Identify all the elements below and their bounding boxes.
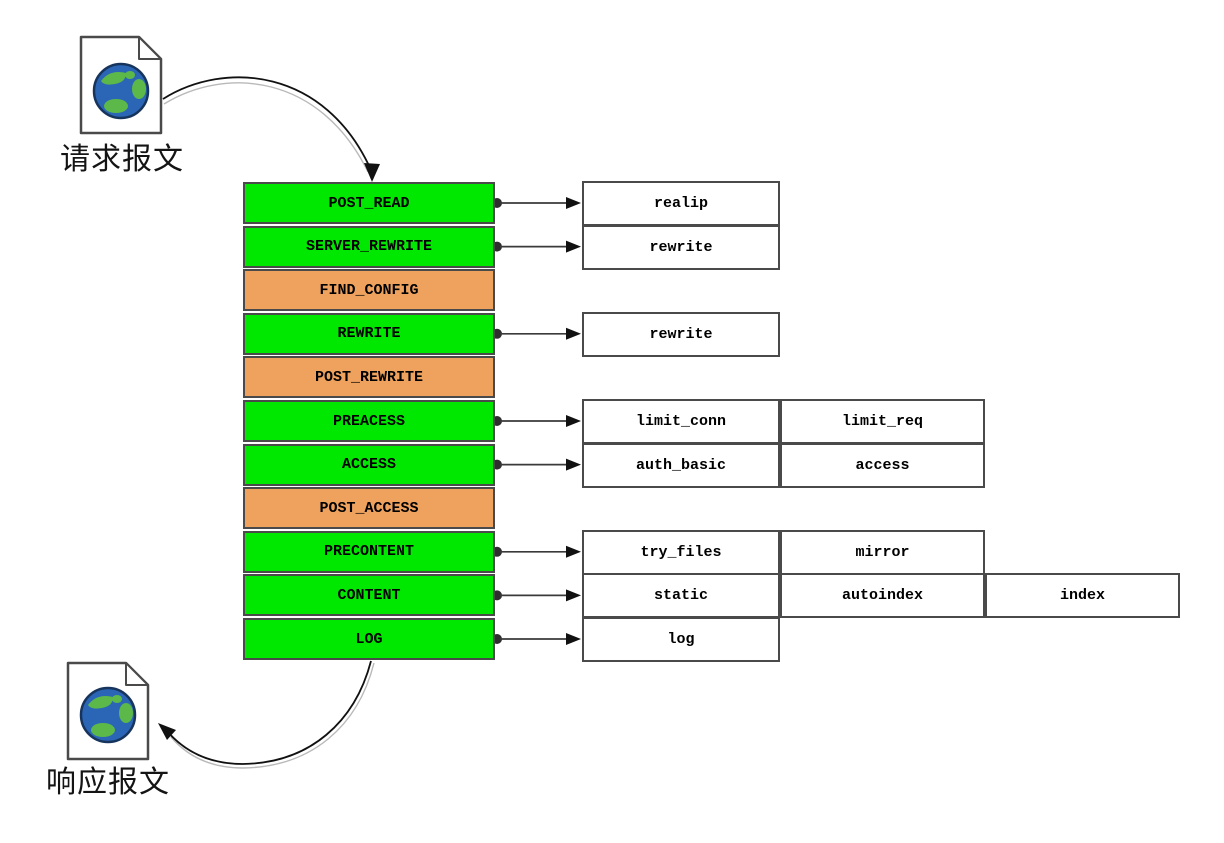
arrowhead-icon: [566, 458, 581, 471]
module-box-realip: realip: [582, 181, 780, 226]
phase-box-post_access: POST_ACCESS: [243, 487, 495, 530]
phase-box-access: ACCESS: [243, 443, 495, 486]
phase-label: FIND_CONFIG: [319, 281, 419, 299]
phase-box-preacess: PREACESS: [243, 400, 495, 442]
module-box-index: index: [985, 573, 1180, 619]
globe-icon: [79, 686, 137, 744]
arrowhead-icon: [566, 415, 581, 427]
phase-box-content: CONTENT: [243, 574, 495, 617]
module-box-log: log: [582, 617, 780, 662]
request-arrow-curve: [162, 76, 372, 171]
module-box-try_files: try_files: [582, 529, 780, 575]
phase-label: ACCESS: [341, 456, 396, 474]
phase-label: POST_ACCESS: [319, 499, 419, 517]
arrowhead-icon: [566, 197, 581, 209]
module-label: rewrite: [649, 238, 713, 256]
module-label: try_files: [640, 543, 722, 561]
request-arrow-echo: [163, 82, 369, 173]
phase-box-log: LOG: [243, 618, 495, 660]
module-box-access: access: [780, 442, 985, 488]
module-label: log: [667, 631, 695, 648]
phase-box-post_rewrite: POST_REWRITE: [243, 356, 495, 399]
module-box-static: static: [582, 573, 780, 619]
arrowhead-icon: [566, 633, 581, 645]
response-arrowhead-icon: [158, 723, 176, 740]
module-label: access: [855, 456, 910, 474]
arrowhead-icon: [566, 545, 581, 558]
response-arrow-curve: [166, 660, 372, 765]
module-label: auth_basic: [635, 456, 726, 474]
arrowhead-icon: [566, 240, 581, 253]
module-box-limit_req: limit_req: [780, 399, 985, 444]
response-document-icon: [65, 660, 151, 762]
phase-box-find_config: FIND_CONFIG: [243, 269, 495, 312]
request-arrowhead-icon: [364, 163, 380, 182]
phase-label: REWRITE: [337, 325, 401, 343]
phase-box-server_rewrite: SERVER_REWRITE: [243, 225, 495, 268]
phase-label: SERVER_REWRITE: [305, 238, 433, 256]
phase-label: PREACESS: [332, 412, 405, 430]
module-label: autoindex: [841, 587, 923, 605]
phase-label: LOG: [355, 630, 383, 648]
phase-label: CONTENT: [337, 586, 401, 604]
document-globe-icon: [79, 35, 163, 135]
phase-box-rewrite: REWRITE: [243, 312, 495, 355]
request-label: 请求报文: [60, 143, 184, 176]
globe-icon: [92, 62, 150, 120]
phase-label: POST_REWRITE: [314, 368, 424, 386]
response-arrow-echo: [170, 662, 375, 769]
phase-label: PRECONTENT: [323, 543, 414, 561]
module-label: static: [653, 587, 708, 605]
phase-box-post_read: POST_READ: [243, 182, 495, 224]
phase-box-precontent: PRECONTENT: [243, 530, 495, 573]
arrowhead-icon: [566, 327, 581, 340]
request-document-icon: [78, 34, 164, 136]
module-box-auth_basic: auth_basic: [582, 442, 780, 488]
module-box-limit_conn: limit_conn: [582, 399, 780, 444]
module-box-mirror: mirror: [780, 529, 985, 575]
phase-label: POST_READ: [328, 194, 410, 212]
module-label: rewrite: [649, 325, 713, 343]
module-label: index: [1059, 587, 1105, 605]
document-globe-icon: [66, 661, 150, 761]
arrowhead-icon: [566, 589, 581, 602]
module-label: realip: [653, 195, 708, 212]
module-box-rewrite: rewrite: [582, 224, 780, 270]
module-box-rewrite: rewrite: [582, 311, 780, 357]
module-label: mirror: [855, 543, 910, 561]
response-label: 响应报文: [46, 766, 170, 799]
module-label: limit_req: [841, 413, 923, 430]
module-box-autoindex: autoindex: [780, 573, 985, 619]
module-label: limit_conn: [635, 413, 726, 430]
